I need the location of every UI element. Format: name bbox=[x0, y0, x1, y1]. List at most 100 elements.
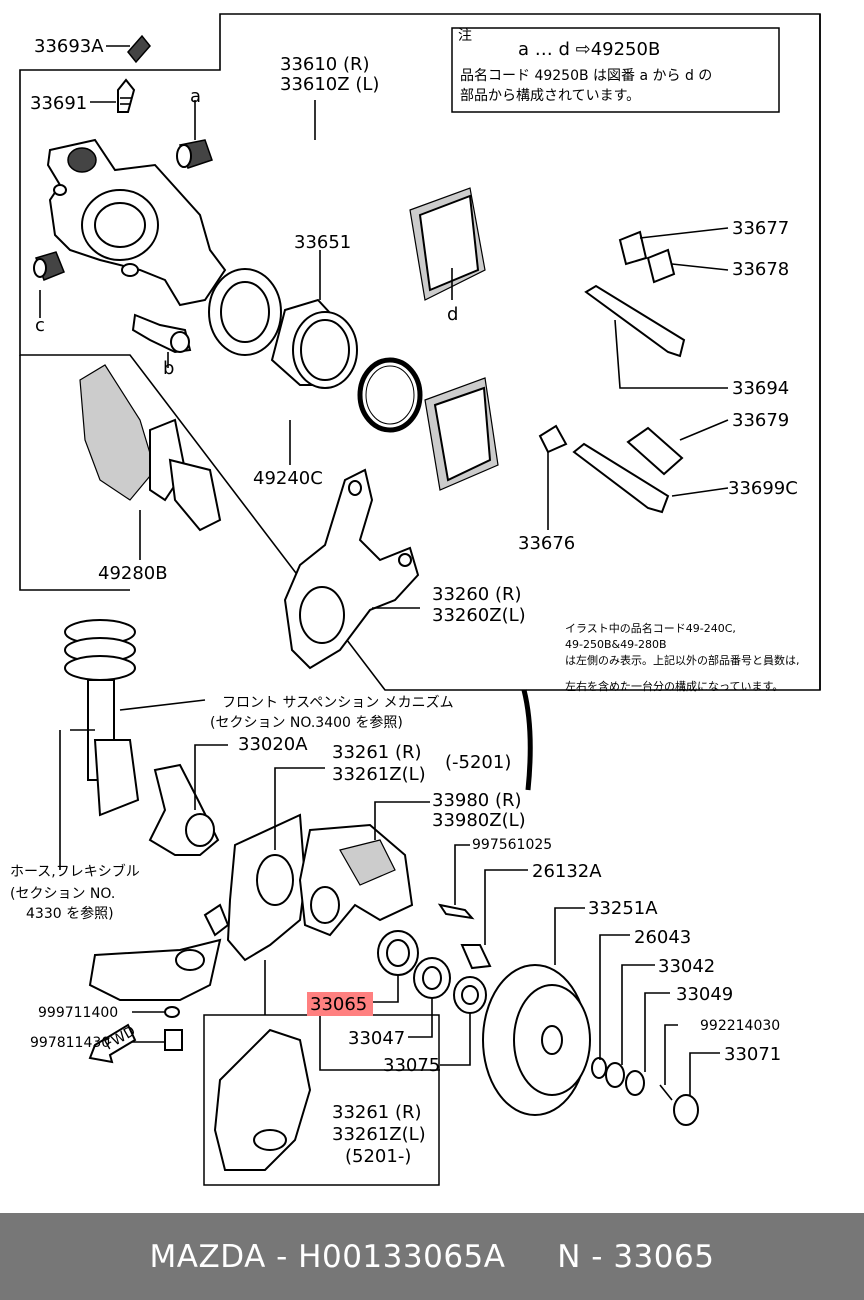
note-illus4: 左右を含めた一台分の構成になっています。 bbox=[565, 679, 783, 693]
label-33261L-bot[interactable]: 33261Z(L) bbox=[332, 1124, 426, 1145]
note-illus2: 49-250B&49-280B bbox=[565, 638, 667, 651]
bleeder-screw-part bbox=[117, 78, 136, 113]
boot-ring-part bbox=[357, 357, 423, 433]
pin-boot-33676-part bbox=[538, 424, 568, 454]
label-33694[interactable]: 33694 bbox=[732, 378, 789, 399]
label-33260R[interactable]: 33260 (R) bbox=[432, 584, 522, 605]
parts-diagram: 33693A 33691 a c b d 33610 (R) 33610Z (L… bbox=[10, 13, 821, 1186]
label-33071[interactable]: 33071 bbox=[724, 1044, 781, 1065]
bushing-c-part bbox=[33, 251, 65, 281]
note-line2: 品名コード 49250B は図番 a から d の bbox=[460, 68, 712, 84]
leader-lines bbox=[39, 45, 729, 1095]
footer-bar: MAZDA - H00133065A N - 33065 bbox=[0, 1213, 864, 1300]
hub-bolt-part bbox=[460, 944, 492, 970]
note-hose3: 4330 を参照) bbox=[26, 905, 114, 922]
label-997561025[interactable]: 997561025 bbox=[472, 837, 552, 853]
hub-cap-part bbox=[673, 1094, 699, 1126]
piston-seal-part bbox=[208, 268, 282, 356]
label-33610L[interactable]: 33610Z (L) bbox=[280, 74, 379, 95]
hub-nut-part bbox=[605, 1062, 625, 1088]
label-33980R[interactable]: 33980 (R) bbox=[432, 790, 522, 811]
bolt-997811430-part bbox=[164, 1029, 183, 1051]
note-susp2: (セクション NO.3400 を参照) bbox=[210, 714, 403, 731]
label-33651[interactable]: 33651 bbox=[294, 232, 351, 253]
label-d: d bbox=[447, 304, 458, 325]
caliper-assembly-part bbox=[298, 823, 414, 937]
guide-bolt-b-part bbox=[131, 313, 192, 354]
note-susp1: フロント サスペンション メカニズム bbox=[222, 695, 454, 711]
label-33049[interactable]: 33049 bbox=[676, 984, 733, 1005]
label-5201-top: (-5201) bbox=[445, 752, 511, 773]
guide-pin-boot-part bbox=[618, 230, 676, 284]
label-33677[interactable]: 33677 bbox=[732, 218, 789, 239]
label-a: a bbox=[190, 86, 201, 107]
caliper-group-border bbox=[19, 13, 821, 691]
cotter-pin-part bbox=[659, 1084, 673, 1101]
label-33075[interactable]: 33075 bbox=[383, 1055, 440, 1076]
note-box bbox=[451, 27, 780, 113]
label-999711400[interactable]: 999711400 bbox=[38, 1005, 118, 1021]
label-33251A[interactable]: 33251A bbox=[588, 898, 658, 919]
note-hose2: (セクション NO. bbox=[10, 886, 115, 902]
label-33693A[interactable]: 33693A bbox=[34, 36, 104, 57]
label-33065[interactable]: 33065 bbox=[310, 994, 367, 1015]
forward-arrow-icon bbox=[88, 1023, 137, 1064]
lower-arm-part bbox=[88, 903, 230, 1001]
bolt-997561025-part bbox=[437, 903, 475, 920]
bearing-cup-part bbox=[453, 976, 487, 1014]
steering-knuckle-part bbox=[148, 763, 220, 856]
brake-pad-lower-part bbox=[424, 377, 499, 491]
label-33261R-top[interactable]: 33261 (R) bbox=[332, 742, 422, 763]
label-26043[interactable]: 26043 bbox=[634, 927, 691, 948]
caliper-support-part bbox=[283, 468, 420, 670]
label-26132A[interactable]: 26132A bbox=[532, 861, 602, 882]
label-33610R[interactable]: 33610 (R) bbox=[280, 54, 370, 75]
nut-999711400-part bbox=[164, 1006, 180, 1018]
label-33676[interactable]: 33676 bbox=[518, 533, 575, 554]
label-33691[interactable]: 33691 bbox=[30, 93, 87, 114]
piston-part bbox=[270, 298, 358, 389]
footer-text: MAZDA - H00133065A N - 33065 bbox=[149, 1238, 715, 1275]
brake-pad-upper-part bbox=[409, 187, 486, 301]
lock-cap-part bbox=[625, 1070, 645, 1096]
oil-seal-part bbox=[377, 930, 419, 976]
part-labels: 33693A 33691 a c b d 33610 (R) 33610Z (L… bbox=[30, 36, 798, 1167]
label-33699C[interactable]: 33699C bbox=[728, 478, 798, 499]
dust-cover-lower-part bbox=[213, 1028, 312, 1171]
label-997811430[interactable]: 997811430 bbox=[30, 1035, 110, 1051]
note-illus3: は左側のみ表示。上記以外の部品番号と員数は, bbox=[565, 653, 800, 667]
note-line3: 部品から構成されています。 bbox=[460, 88, 640, 104]
note-ref-line: a … d ⇨49250B bbox=[518, 39, 660, 60]
label-992214030[interactable]: 992214030 bbox=[700, 1018, 780, 1034]
label-5201-bot: (5201-) bbox=[345, 1146, 411, 1167]
label-33260L[interactable]: 33260Z(L) bbox=[432, 605, 526, 626]
guide-pin-33699C-part bbox=[572, 442, 670, 514]
label-33261L-top[interactable]: 33261Z(L) bbox=[332, 764, 426, 785]
note-hose1: ホース,フレキシブル bbox=[10, 863, 140, 880]
sketch-stroke bbox=[521, 689, 533, 791]
bushing-a-part bbox=[176, 139, 213, 169]
caliper-body-part bbox=[46, 138, 227, 307]
label-33261R-bot[interactable]: 33261 (R) bbox=[332, 1102, 422, 1123]
dust-cover-upper-part bbox=[226, 813, 307, 962]
caliper-group-border-lower bbox=[19, 355, 130, 591]
label-49280B[interactable]: 49280B bbox=[98, 563, 168, 584]
label-33047[interactable]: 33047 bbox=[348, 1028, 405, 1049]
strut-part bbox=[64, 619, 140, 817]
pad-shim-part bbox=[79, 364, 222, 532]
label-c: c bbox=[35, 315, 45, 336]
highlight-33065 bbox=[307, 992, 373, 1016]
inner-bearing-part bbox=[413, 957, 451, 999]
label-33980L[interactable]: 33980Z(L) bbox=[432, 810, 526, 831]
label-b: b bbox=[163, 358, 174, 379]
label-49240C[interactable]: 49240C bbox=[253, 468, 323, 489]
washer-part bbox=[591, 1057, 607, 1079]
label-33678[interactable]: 33678 bbox=[732, 259, 789, 280]
label-33042[interactable]: 33042 bbox=[658, 956, 715, 977]
note-header: 注 bbox=[458, 28, 472, 44]
label-33679[interactable]: 33679 bbox=[732, 410, 789, 431]
label-33020A[interactable]: 33020A bbox=[238, 734, 308, 755]
bleeder-cap-part bbox=[127, 34, 151, 64]
disc-rotor-part bbox=[482, 964, 591, 1116]
note-illus1: イラスト中の品名コード49-240C, bbox=[565, 621, 736, 635]
